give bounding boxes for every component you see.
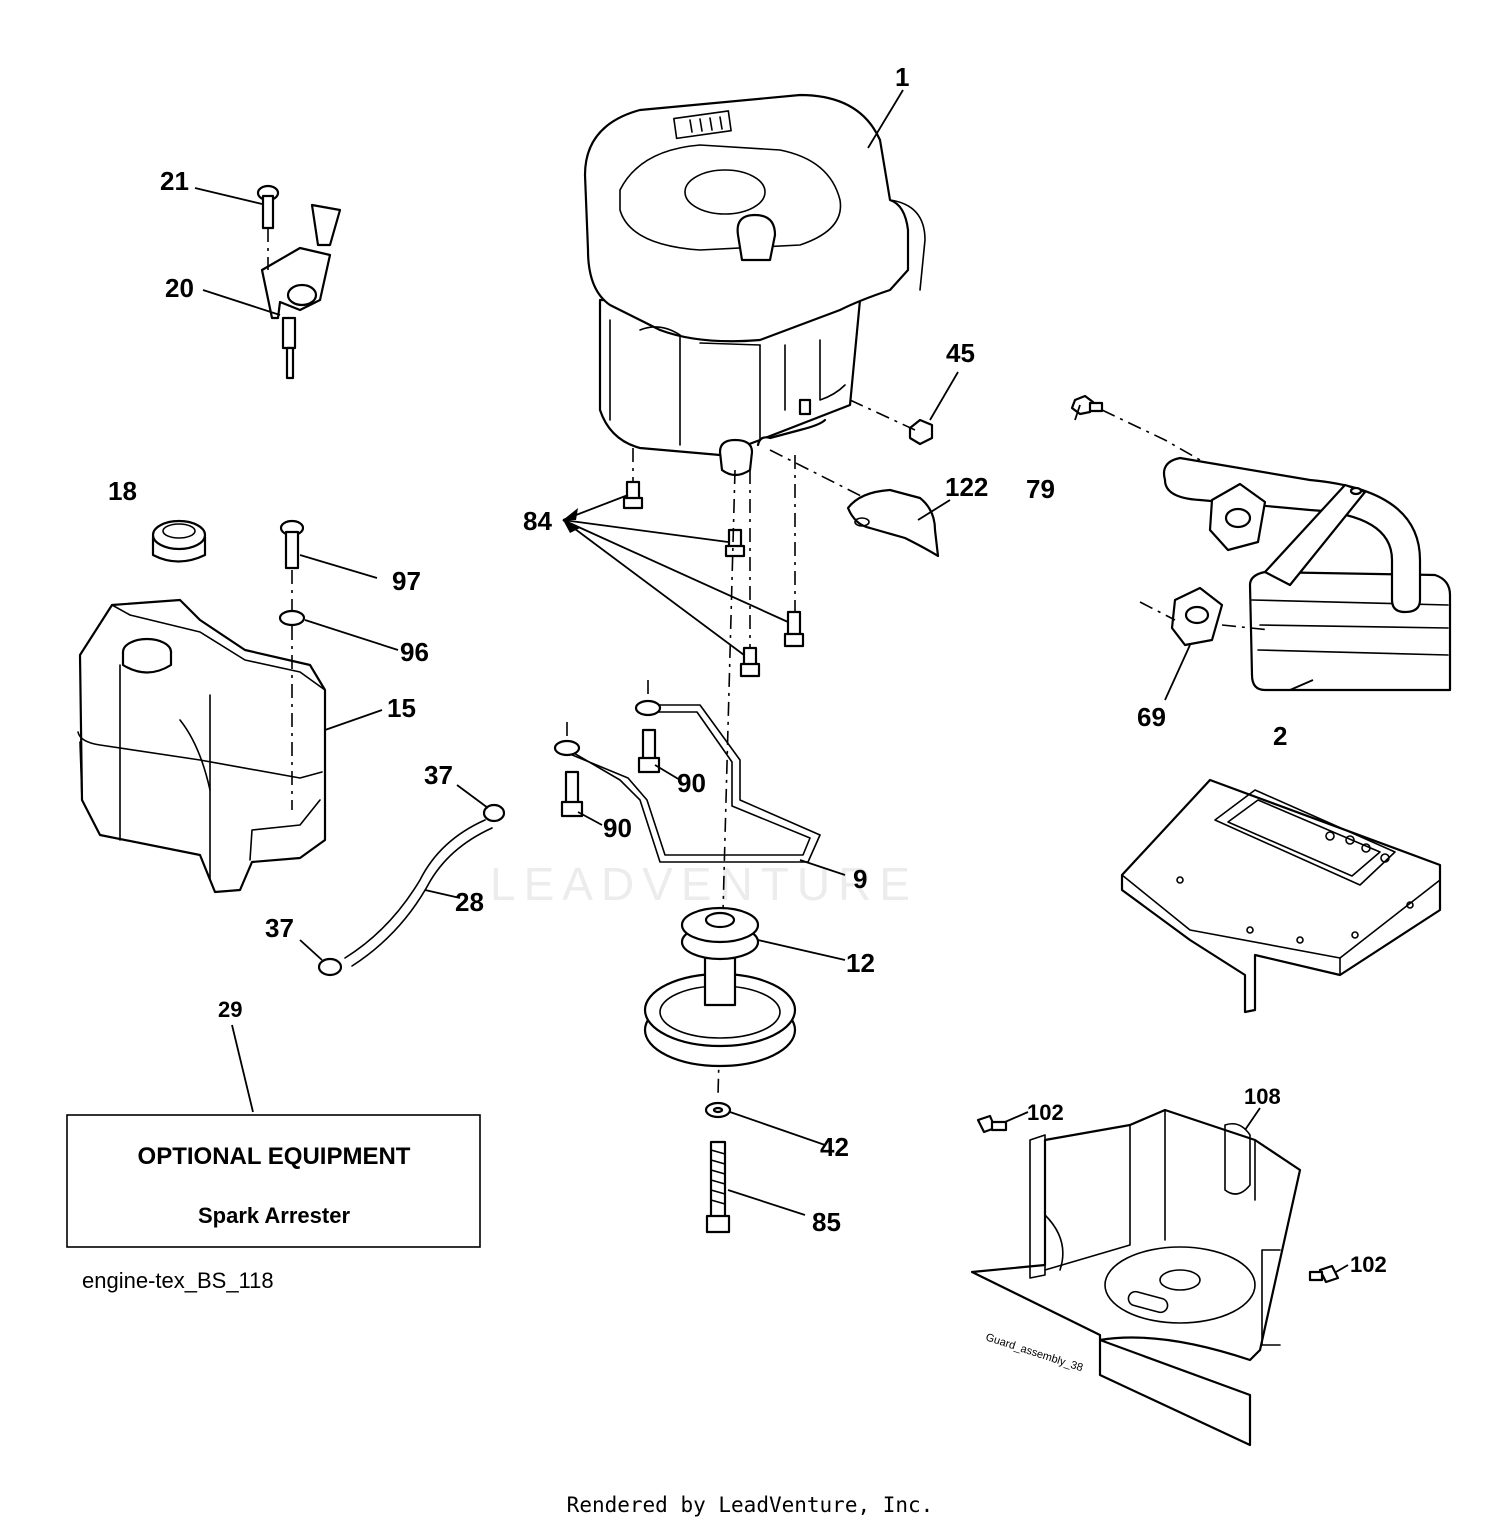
bracket-part-9[interactable] [553, 699, 821, 863]
fuel-tank-part-15[interactable] [77, 598, 327, 894]
screw-part-21[interactable] [256, 184, 280, 230]
watermark: LEADVENTURE [490, 858, 918, 910]
bolt-part-102[interactable] [976, 1114, 1340, 1284]
callout-108: 108 [1244, 1084, 1281, 1109]
callout-69: 69 [1137, 702, 1166, 732]
callout-84: 84 [523, 506, 552, 536]
callout-122: 122 [945, 472, 988, 502]
callout-37a: 37 [424, 760, 453, 790]
callout-97: 97 [392, 566, 421, 596]
guard-assembly-label: Guard_assembly_38 [984, 1331, 1084, 1374]
engine-part[interactable] [583, 93, 926, 477]
callout-21: 21 [160, 166, 189, 196]
callout-28: 28 [455, 887, 484, 917]
gasket-part-69[interactable] [1170, 586, 1224, 647]
heat-shield-part-122[interactable] [846, 488, 940, 558]
muffler-part-2[interactable] [1162, 456, 1452, 692]
optional-equipment-box [66, 1114, 481, 1248]
throttle-control-part-20[interactable] [260, 203, 342, 380]
hose-clamp-part-37[interactable] [317, 803, 506, 977]
callout-29: 29 [218, 997, 242, 1022]
washer-part-96[interactable] [278, 609, 306, 627]
optional-equipment-item: Spark Arrester [198, 1203, 350, 1228]
callout-20: 20 [165, 273, 194, 303]
guard-assembly-part-108[interactable] [970, 1108, 1302, 1447]
arrowhead-84 [563, 508, 580, 533]
footer-credit: Rendered by LeadVenture, Inc. [567, 1493, 934, 1517]
callout-42: 42 [820, 1132, 849, 1162]
callout-102b: 102 [1350, 1252, 1387, 1277]
bolt-part-90[interactable] [560, 728, 661, 818]
bolt-part-79[interactable] [1070, 394, 1104, 416]
callout-2: 2 [1273, 721, 1287, 751]
callout-102a: 102 [1027, 1100, 1064, 1125]
diagram-code: engine-tex_BS_118 [82, 1268, 274, 1293]
callout-96: 96 [400, 637, 429, 667]
callout-37b: 37 [265, 913, 294, 943]
callout-45: 45 [946, 338, 975, 368]
callout-85: 85 [812, 1207, 841, 1237]
fuel-cap-part-18[interactable] [151, 519, 207, 563]
pulley-part-12[interactable] [643, 906, 797, 1068]
callout-18: 18 [108, 476, 137, 506]
optional-equipment-title: OPTIONAL EQUIPMENT [138, 1143, 411, 1170]
washer-part-42[interactable] [704, 1101, 732, 1119]
callout-12: 12 [846, 948, 875, 978]
callout-90b: 90 [603, 813, 632, 843]
callout-9: 9 [853, 864, 867, 894]
fuel-line-part-28[interactable] [344, 819, 493, 967]
callout-1: 1 [895, 62, 909, 92]
bolt-part-85[interactable] [705, 1140, 731, 1234]
callout-79: 79 [1026, 474, 1055, 504]
engine-mount-plate-part[interactable] [1120, 778, 1442, 1014]
nut-part-45[interactable] [908, 418, 934, 446]
callout-15: 15 [387, 693, 416, 723]
screw-part-97[interactable] [279, 519, 305, 570]
bolt-part-84[interactable] [622, 480, 805, 678]
callout-90a: 90 [677, 768, 706, 798]
leader-lines [194, 89, 1349, 1273]
